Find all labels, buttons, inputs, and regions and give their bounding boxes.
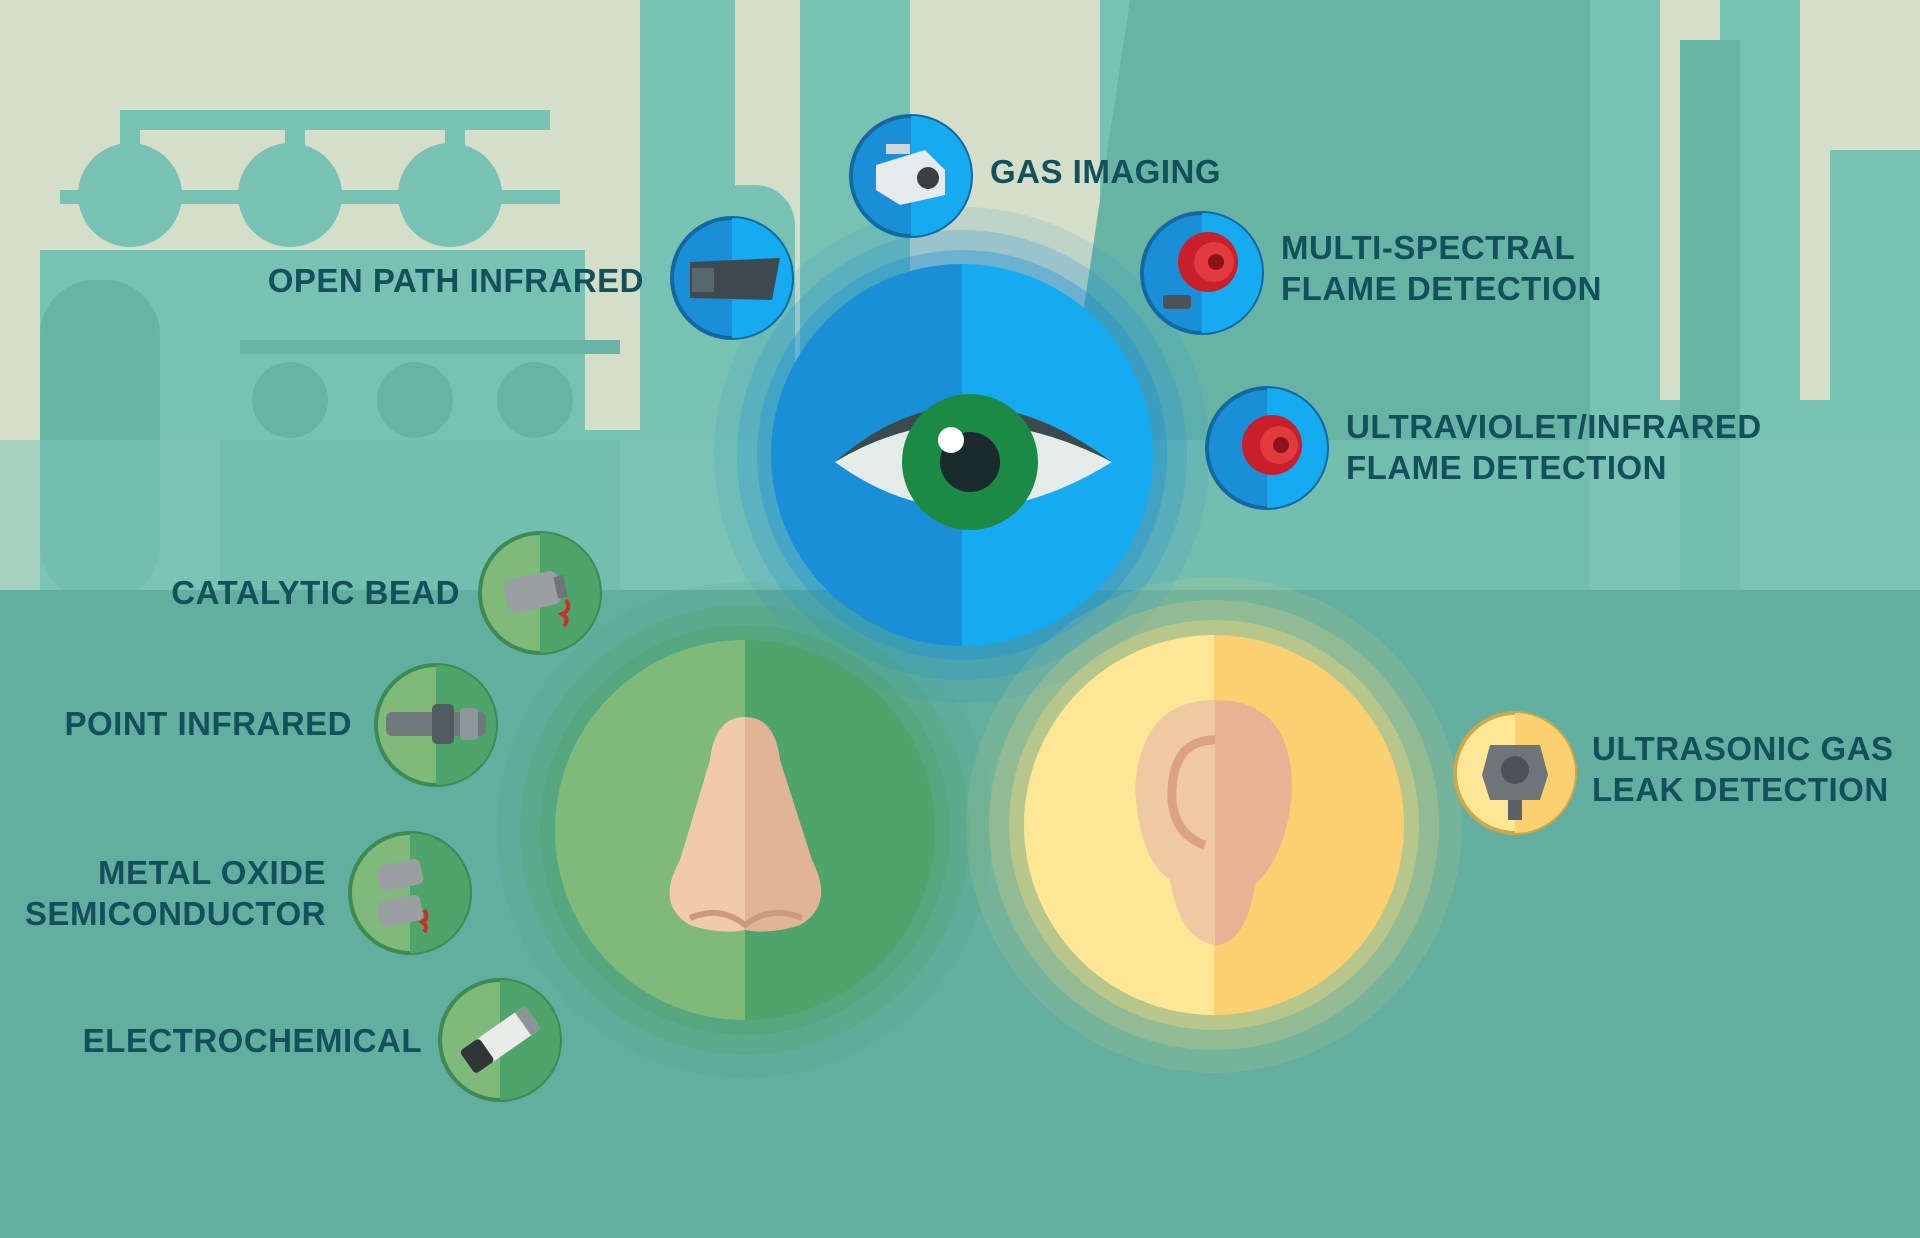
electrochemical-cell-icon [438,978,562,1102]
ultrasonic-detector-icon [1453,711,1577,835]
label-open-path-infrared: OPEN PATH INFRARED [267,262,644,299]
label-gas-imaging: GAS IMAGING [990,153,1222,190]
nose-icon [669,717,822,932]
mos-sensor-icon [348,831,472,955]
smell-circle [497,582,993,1078]
flame-detector-icon [1205,386,1329,510]
label-catalytic-bead: CATALYTIC BEAD [171,574,460,611]
sight-circle [714,207,1210,703]
label-electrochemical: ELECTROCHEMICAL [82,1022,422,1059]
label-ultraviolet-infrared-flame-detection: ULTRAVIOLET/INFRARED FLAME DETECTION [1346,408,1762,486]
catalytic-sensor-icon [478,531,602,655]
open-path-detector-icon [670,216,794,340]
label-metal-oxide-semiconductor: METAL OXIDE SEMICONDUCTOR [24,854,326,932]
ear-icon [1135,700,1292,945]
eye-icon [835,394,1112,530]
flame-detector-icon [1140,211,1264,335]
gas-imaging-camera-icon [849,114,973,238]
label-multi-spectral-flame-detection: MULTI-SPECTRAL FLAME DETECTION [1281,229,1602,307]
hearing-circle [966,577,1462,1073]
point-ir-sensor-icon [374,663,498,787]
label-point-infrared: POINT INFRARED [64,705,352,742]
label-ultrasonic-gas-leak-detection: ULTRASONIC GAS LEAK DETECTION [1592,730,1894,808]
